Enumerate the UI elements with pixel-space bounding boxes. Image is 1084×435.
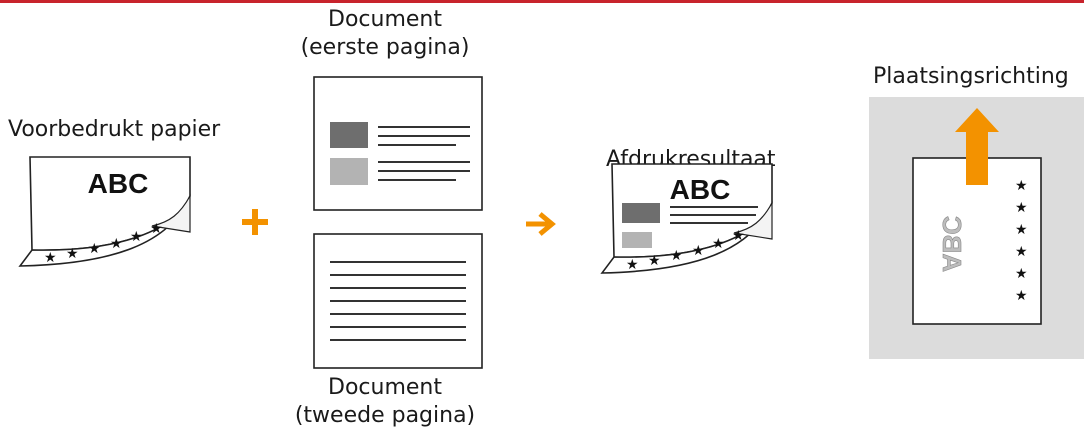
arrow-up-icon <box>955 108 999 185</box>
svg-text:★: ★ <box>1015 288 1028 304</box>
preprinted-stars: ★ ★ ★ ★ ★ ★ <box>44 221 163 266</box>
label-placement-orientation: Plaatsingsrichting <box>873 64 1069 89</box>
placement-stars: ★ ★ ★ ★ ★ ★ <box>1015 178 1028 304</box>
svg-text:★: ★ <box>648 253 661 269</box>
label-document-first-line1: Document <box>328 7 442 32</box>
svg-text:★: ★ <box>66 246 79 262</box>
svg-text:★: ★ <box>692 243 705 259</box>
label-document-second-line1: Document <box>328 375 442 400</box>
svg-text:★: ★ <box>130 229 143 245</box>
svg-text:★: ★ <box>732 228 745 244</box>
svg-text:★: ★ <box>1015 244 1028 260</box>
mirrored-abc-text: ABC <box>937 216 967 273</box>
svg-text:★: ★ <box>1015 178 1028 194</box>
svg-text:★: ★ <box>44 250 57 266</box>
label-preprinted-paper: Voorbedrukt papier <box>8 117 221 142</box>
label-document-first: Document (eerste pagina) <box>290 6 480 62</box>
svg-text:★: ★ <box>1015 200 1028 216</box>
placement-orientation-panel: ABC ★ ★ ★ ★ ★ ★ <box>869 97 1084 359</box>
label-document-second: Document (tweede pagina) <box>290 374 480 430</box>
result-abc-text: ABC <box>670 174 731 205</box>
svg-text:★: ★ <box>712 236 725 252</box>
svg-text:★: ★ <box>1015 266 1028 282</box>
document-second-page <box>313 233 483 369</box>
preprinted-paper-sheet: ABC ★ ★ ★ ★ ★ ★ <box>18 156 191 267</box>
top-rule <box>0 0 1084 3</box>
label-document-first-line2: (eerste pagina) <box>300 35 470 60</box>
svg-text:★: ★ <box>1015 222 1028 238</box>
arrow-right-icon <box>526 212 556 236</box>
document-first-page <box>313 76 483 211</box>
print-result-sheet: ABC ★ ★ ★ ★ ★ ★ <box>600 163 773 274</box>
svg-text:★: ★ <box>150 221 163 237</box>
preprinted-abc-text: ABC <box>88 168 149 199</box>
plus-icon <box>242 209 268 235</box>
svg-text:★: ★ <box>670 248 683 264</box>
label-document-second-line2: (tweede pagina) <box>294 403 476 428</box>
svg-text:★: ★ <box>626 257 639 273</box>
result-stars: ★ ★ ★ ★ ★ ★ <box>626 228 745 273</box>
svg-text:★: ★ <box>110 236 123 252</box>
svg-text:★: ★ <box>88 241 101 257</box>
